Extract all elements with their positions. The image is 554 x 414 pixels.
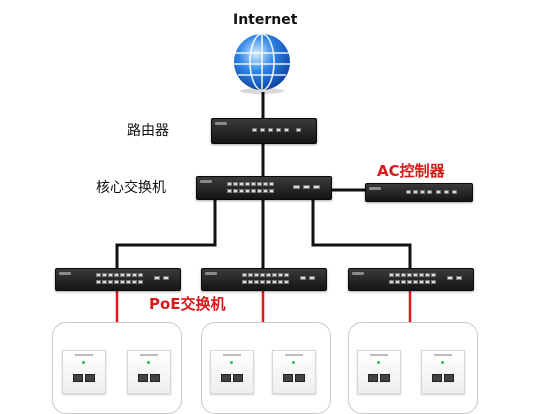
poe-switch-right-icon [348,268,474,291]
core-switch-icon [196,176,332,200]
poe-switch-left-icon [55,268,181,291]
wall-panel-ap-icon [357,350,401,394]
wall-panel-ap-icon [272,350,316,394]
link-core-poe-right [311,198,412,268]
controller-icon [365,183,473,202]
core-switch-label: 核心交换机 [96,180,166,196]
wall-panel-ap-icon [127,350,171,394]
globe-icon [234,33,290,94]
wall-panel-ap-icon [421,350,465,394]
wall-panel-ap-icon [62,350,106,394]
wall-panel-ap-icon [210,350,254,394]
link-core-poe-left [115,198,217,268]
ac-controller-label: AC控制器 [377,162,445,180]
poe-switch-label: PoE交换机 [149,295,226,313]
router-label: 路由器 [127,123,169,139]
poe-switch-center-icon [201,268,327,291]
router-icon [211,118,317,144]
internet-label: Internet [233,12,298,28]
